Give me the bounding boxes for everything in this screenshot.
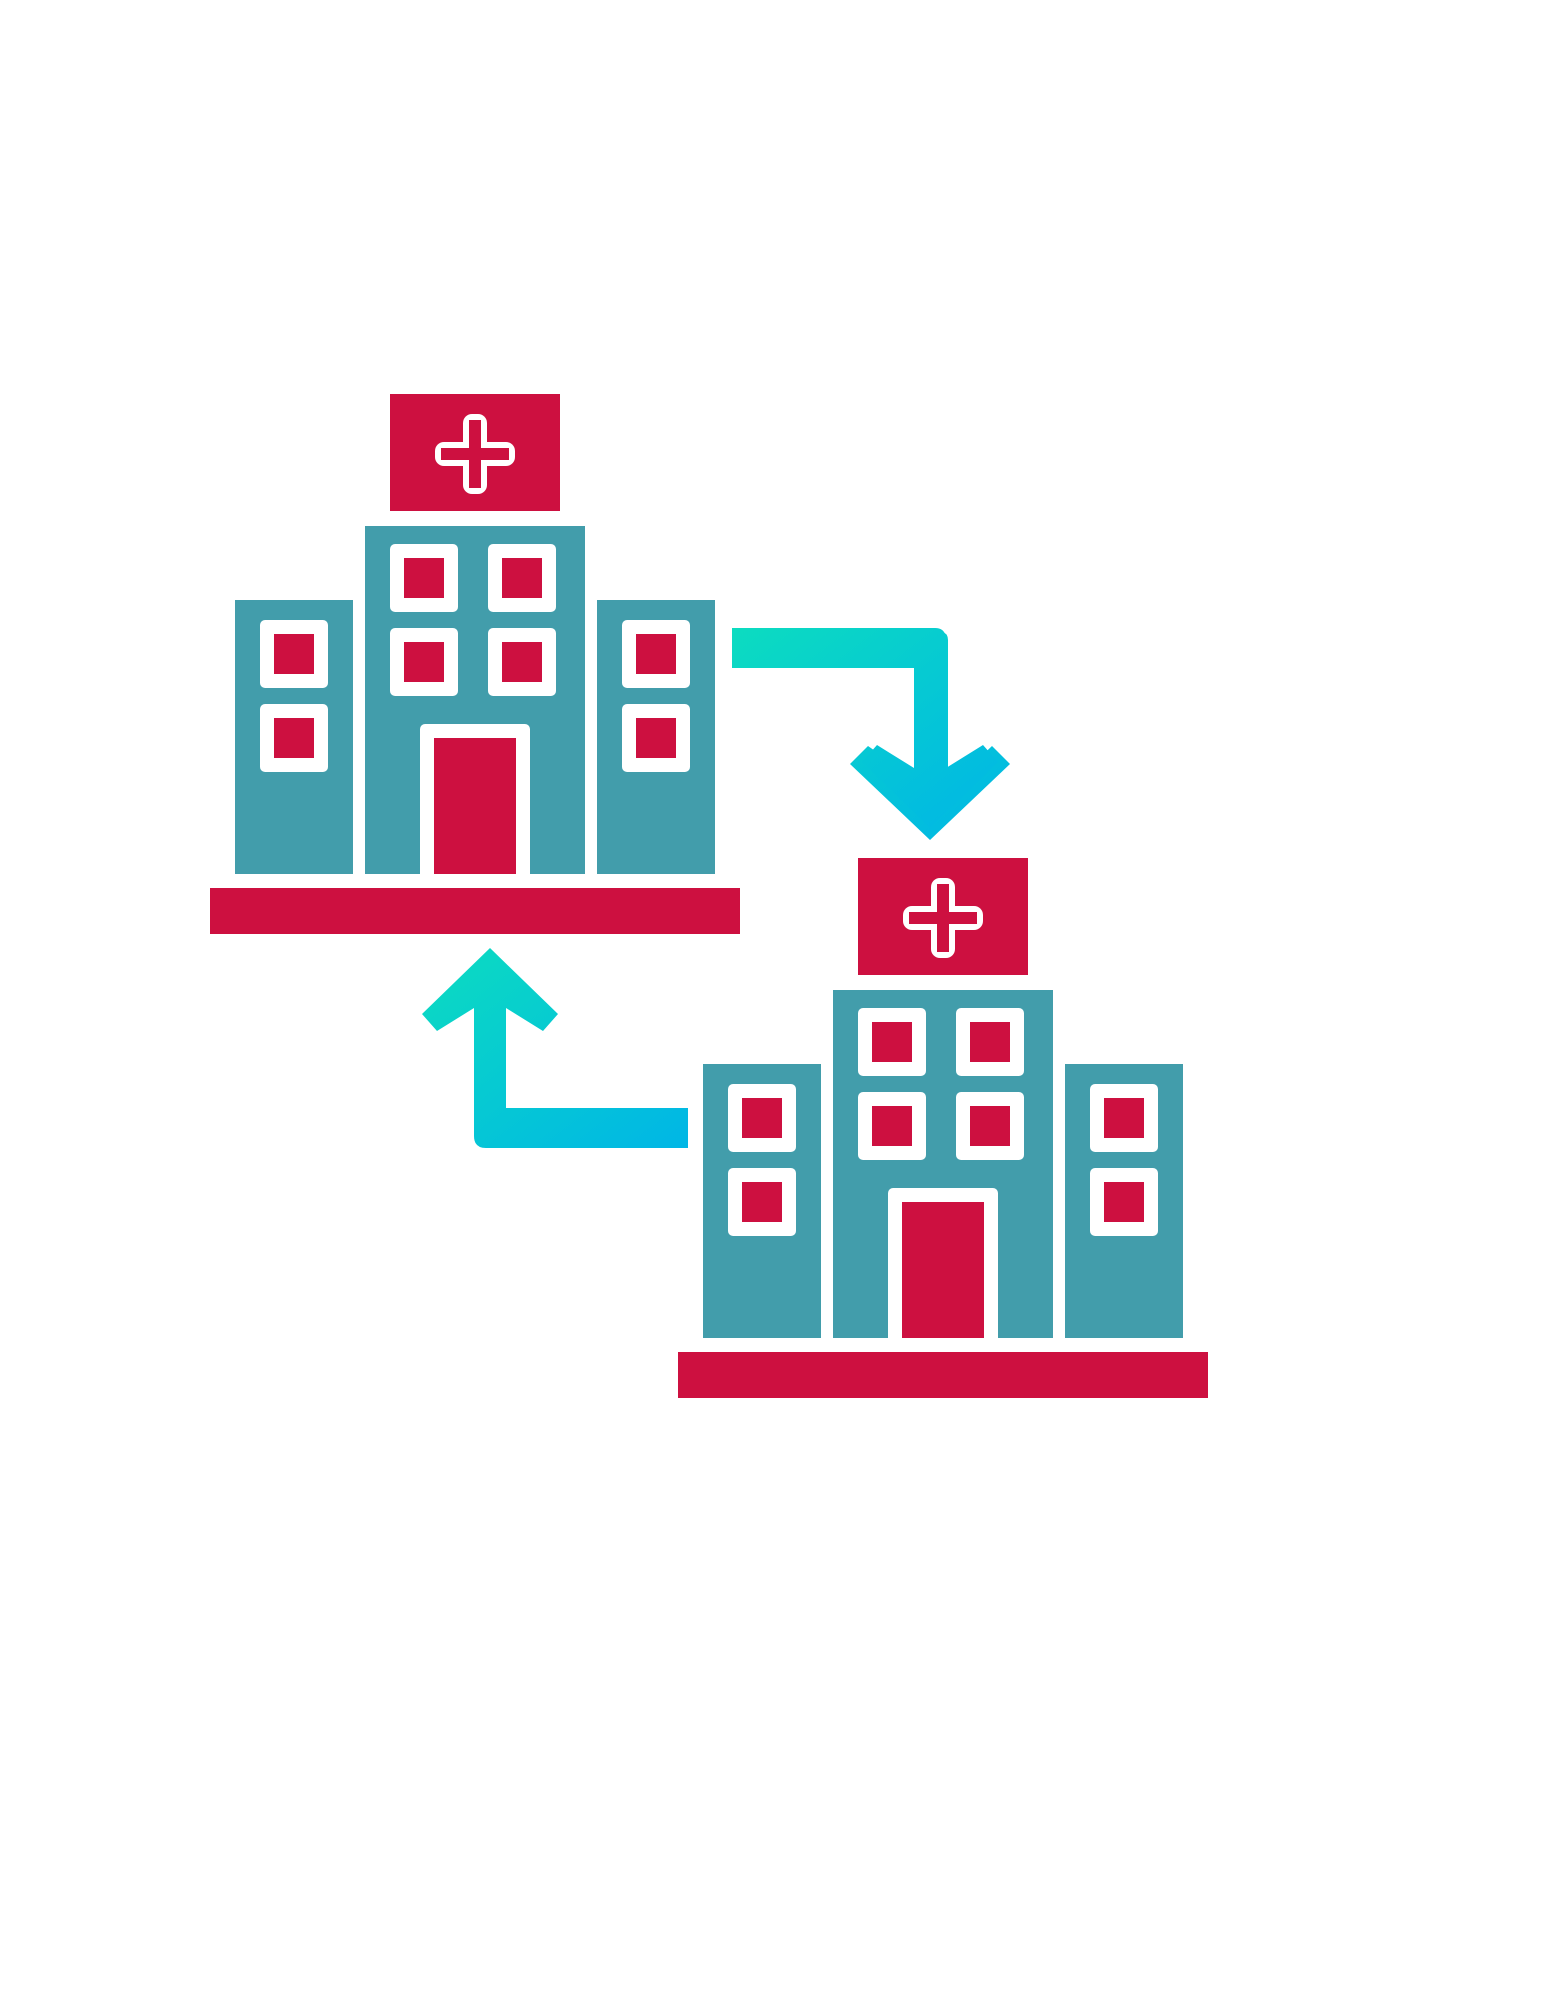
arrow-up-left-icon xyxy=(422,948,688,1148)
hospital-building-icon xyxy=(678,858,1208,1398)
hospital-building-icon xyxy=(210,394,740,934)
arrow-down-right-icon xyxy=(732,628,1010,840)
